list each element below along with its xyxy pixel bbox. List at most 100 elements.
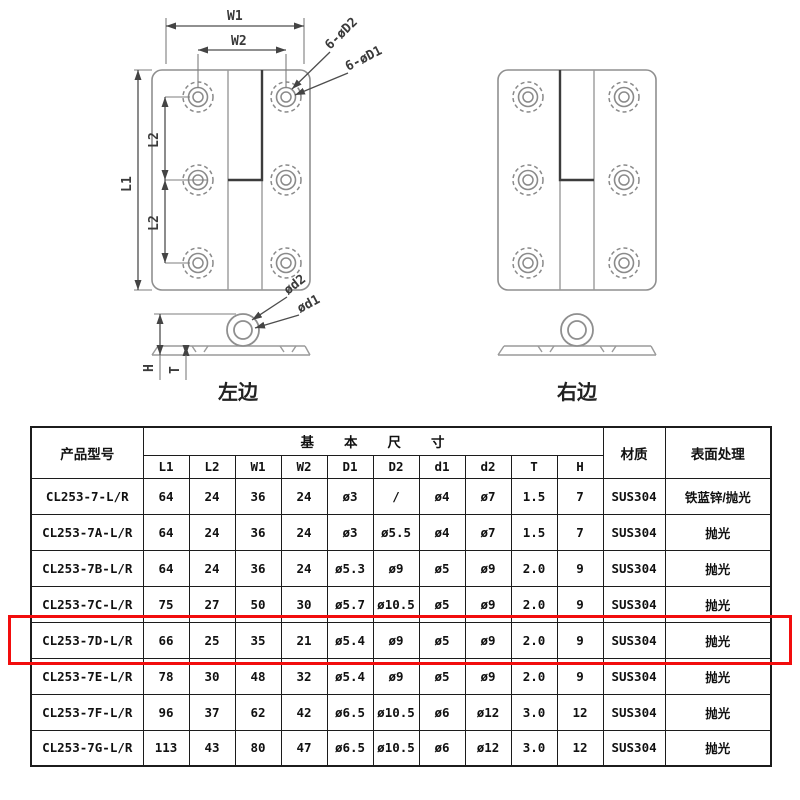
value-cell-W2: 42	[280, 693, 328, 731]
value-cell-W2: 47	[280, 729, 328, 767]
value-cell-d1: ø5	[418, 549, 466, 587]
surface-cell: 抛光	[664, 621, 772, 659]
value-cell-D2: ø9	[372, 621, 420, 659]
value-cell-D1: ø3	[326, 513, 374, 551]
value-cell-d1: ø4	[418, 477, 466, 515]
value-cell-H: 12	[556, 729, 604, 767]
technical-drawings: W1 W2 L1 L2 L2	[120, 9, 657, 404]
value-cell-T: 2.0	[510, 585, 558, 623]
side-dim-t-label: T	[168, 366, 183, 374]
value-cell-W2: 21	[280, 621, 328, 659]
model-cell: CL253-7F-L/R	[30, 693, 144, 731]
model-cell: CL253-7C-L/R	[30, 585, 144, 623]
value-cell-H: 9	[556, 549, 604, 587]
left-view-caption: 左边	[218, 380, 259, 404]
header-dim-L2: L2	[188, 454, 236, 479]
dim-l2-bottom-label: L2	[147, 215, 162, 231]
value-cell-d1: ø4	[418, 513, 466, 551]
surface-cell: 抛光	[664, 693, 772, 731]
value-cell-T: 3.0	[510, 693, 558, 731]
header-dim-W2: W2	[280, 454, 328, 479]
dim-l2-top-label: L2	[147, 132, 162, 148]
header-material: 材质	[602, 426, 666, 479]
surface-cell: 抛光	[664, 729, 772, 767]
value-cell-H: 7	[556, 513, 604, 551]
left-hinge-side-view: ød2 ød1 H T 左边	[142, 272, 323, 404]
value-cell-L2: 37	[188, 693, 236, 731]
header-dim-H: H	[556, 454, 604, 479]
header-dim-D2: D2	[372, 454, 420, 479]
value-cell-d2: ø9	[464, 585, 512, 623]
value-cell-W1: 35	[234, 621, 282, 659]
value-cell-D1: ø5.4	[326, 657, 374, 695]
value-cell-L1: 64	[142, 549, 190, 587]
value-cell-L2: 30	[188, 657, 236, 695]
right-hinge-side-view: 右边	[497, 313, 657, 404]
value-cell-W2: 30	[280, 585, 328, 623]
value-cell-W1: 48	[234, 657, 282, 695]
value-cell-d2: ø9	[464, 657, 512, 695]
value-cell-W2: 24	[280, 549, 328, 587]
value-cell-H: 9	[556, 621, 604, 659]
side-dim-h-label: H	[142, 364, 157, 372]
value-cell-L2: 24	[188, 549, 236, 587]
right-hinge-front-view	[497, 69, 657, 291]
model-cell: CL253-7E-L/R	[30, 657, 144, 695]
value-cell-D2: ø10.5	[372, 729, 420, 767]
value-cell-D1: ø3	[326, 477, 374, 515]
model-cell: CL253-7D-L/R	[30, 621, 144, 659]
right-view-holes	[512, 81, 640, 279]
header-dim-d1: d1	[418, 454, 466, 479]
value-cell-D2: /	[372, 477, 420, 515]
value-cell-D1: ø5.4	[326, 621, 374, 659]
surface-cell: 抛光	[664, 513, 772, 551]
value-cell-T: 1.5	[510, 513, 558, 551]
value-cell-L1: 96	[142, 693, 190, 731]
value-cell-L1: 75	[142, 585, 190, 623]
value-cell-d2: ø9	[464, 621, 512, 659]
material-cell: SUS304	[602, 729, 666, 767]
value-cell-d2: ø12	[464, 693, 512, 731]
value-cell-d1: ø5	[418, 585, 466, 623]
value-cell-W1: 36	[234, 549, 282, 587]
model-cell: CL253-7A-L/R	[30, 513, 144, 551]
value-cell-d2: ø7	[464, 477, 512, 515]
side-leader-d1-label: ød1	[295, 292, 323, 316]
value-cell-D2: ø10.5	[372, 693, 420, 731]
value-cell-W1: 62	[234, 693, 282, 731]
header-product-model: 产品型号	[30, 426, 144, 479]
value-cell-L2: 24	[188, 513, 236, 551]
right-view-caption: 右边	[557, 380, 598, 404]
value-cell-L1: 64	[142, 477, 190, 515]
value-cell-d1: ø5	[418, 621, 466, 659]
header-basic-dims: 基本尺寸	[142, 426, 604, 456]
value-cell-d1: ø5	[418, 657, 466, 695]
left-knuckle-seam	[228, 70, 264, 182]
material-cell: SUS304	[602, 477, 666, 515]
material-cell: SUS304	[602, 657, 666, 695]
leader-6-d2-label: 6-øD2	[322, 15, 361, 53]
header-dim-d2: d2	[464, 454, 512, 479]
value-cell-W2: 24	[280, 513, 328, 551]
value-cell-L2: 27	[188, 585, 236, 623]
value-cell-H: 9	[556, 657, 604, 695]
surface-cell: 抛光	[664, 657, 772, 695]
model-cell: CL253-7-L/R	[30, 477, 144, 515]
value-cell-T: 1.5	[510, 477, 558, 515]
value-cell-d2: ø7	[464, 513, 512, 551]
dim-w2-label: W2	[231, 34, 247, 49]
value-cell-d1: ø6	[418, 693, 466, 731]
header-dim-T: T	[510, 454, 558, 479]
value-cell-W1: 36	[234, 513, 282, 551]
value-cell-W1: 36	[234, 477, 282, 515]
value-cell-W2: 24	[280, 477, 328, 515]
